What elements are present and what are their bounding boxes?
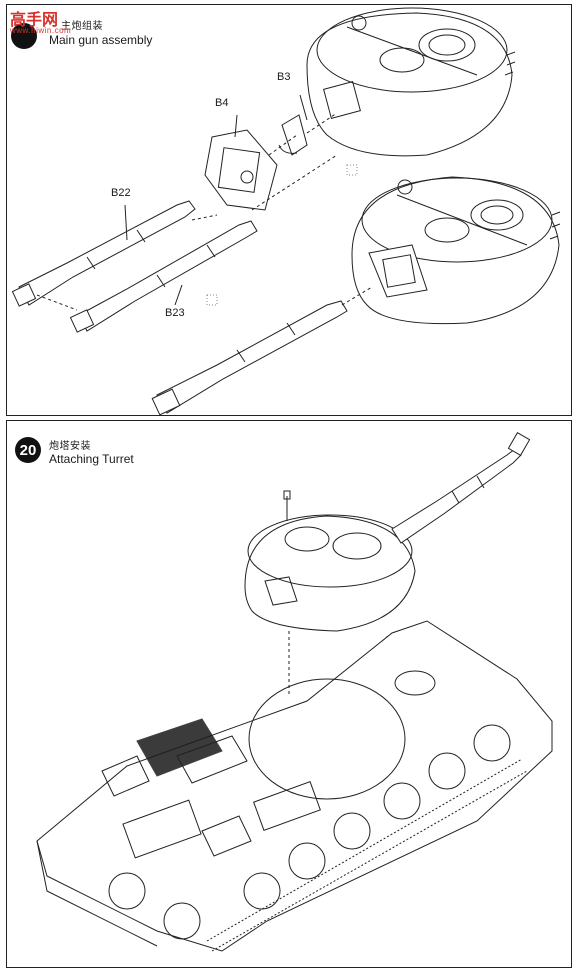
hull-drawing — [37, 621, 552, 951]
assembled-gun-drawing — [152, 301, 347, 415]
main-gun-assembly-drawing — [7, 5, 571, 415]
glue-marks — [207, 165, 357, 305]
turret-drawing — [245, 491, 415, 631]
step-20-title-en: Attaching Turret — [49, 452, 134, 466]
barrel-b22-drawing — [12, 201, 195, 306]
watermark-url: www.hiwin.com — [10, 26, 72, 35]
part-label-b3: B3 — [277, 71, 291, 83]
step-19-badge — [11, 23, 37, 49]
part-label-b4: B4 — [215, 97, 229, 109]
mantlet-b4-drawing — [205, 130, 277, 210]
step-20-badge: 20 — [15, 437, 41, 463]
step-19-title-zh: 主炮组装 — [61, 21, 103, 32]
barrel-b23-drawing — [70, 221, 257, 332]
assembly-guide-lines — [192, 113, 337, 220]
upper-turret-drawing — [307, 8, 515, 156]
step-20-title-zh: 炮塔安装 — [49, 441, 91, 452]
attaching-turret-drawing — [7, 421, 571, 967]
step-19-title-en: Main gun assembly — [49, 33, 153, 47]
step-19-panel: 主炮组装 Main gun assembly B3 B4 B22 B23 — [6, 4, 572, 416]
part-label-b23: B23 — [165, 307, 185, 319]
step-20-panel: 20 炮塔安装 Attaching Turret — [6, 420, 572, 968]
lower-turret-drawing — [352, 177, 560, 324]
watermark-logo: 高手网 — [10, 10, 59, 29]
turret-gun-barrel-drawing — [392, 433, 530, 543]
part-label-b22: B22 — [111, 187, 131, 199]
gun-sleeve-b3-drawing — [279, 115, 307, 155]
